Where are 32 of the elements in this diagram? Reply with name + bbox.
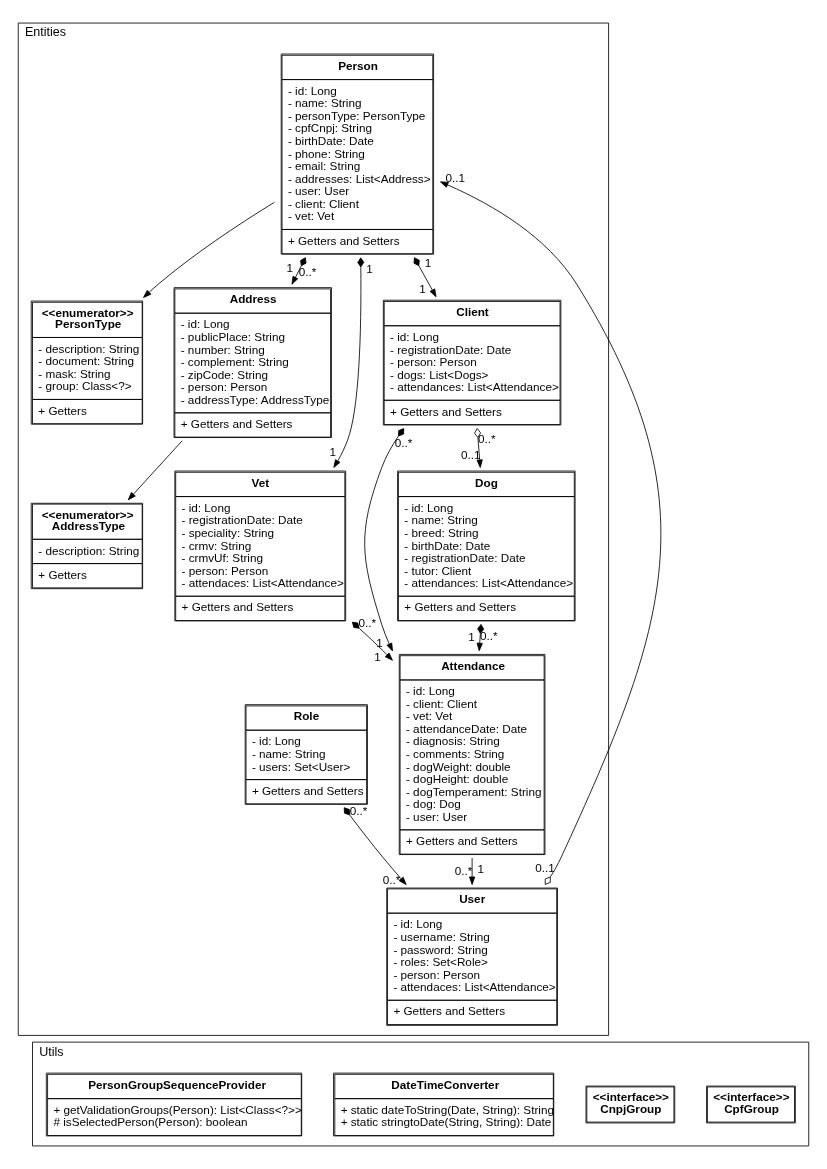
label: 1 — [424, 256, 432, 270]
arrow — [364, 428, 405, 652]
arrow — [343, 807, 407, 885]
label: 0..* — [298, 264, 317, 278]
label: 0..1 — [535, 861, 555, 875]
label: 0..* — [382, 873, 401, 887]
arrow — [476, 624, 485, 652]
label: 1 — [286, 261, 294, 275]
arrow — [469, 857, 476, 885]
arrow — [127, 440, 183, 501]
label: 1 — [477, 862, 485, 876]
arrow — [333, 257, 365, 468]
label: 1 — [376, 635, 383, 649]
label: 0..* — [454, 864, 473, 878]
arrow — [413, 257, 437, 298]
label: 0..* — [478, 432, 496, 446]
label: 0..* — [358, 616, 377, 630]
label: 1 — [329, 444, 337, 458]
arrow — [352, 621, 393, 661]
arrow — [143, 201, 275, 298]
label: 1 — [419, 282, 426, 296]
label: 0..* — [394, 435, 413, 449]
label: 0..* — [479, 629, 498, 643]
label: 0..* — [349, 804, 368, 818]
label: 0..1 — [460, 447, 481, 461]
label: 1 — [366, 262, 373, 276]
label: 0..1 — [445, 170, 466, 184]
label: 1 — [468, 629, 475, 643]
arrow — [440, 181, 662, 885]
arrow — [474, 428, 483, 468]
arrow — [291, 257, 307, 285]
label: 1 — [374, 649, 381, 663]
